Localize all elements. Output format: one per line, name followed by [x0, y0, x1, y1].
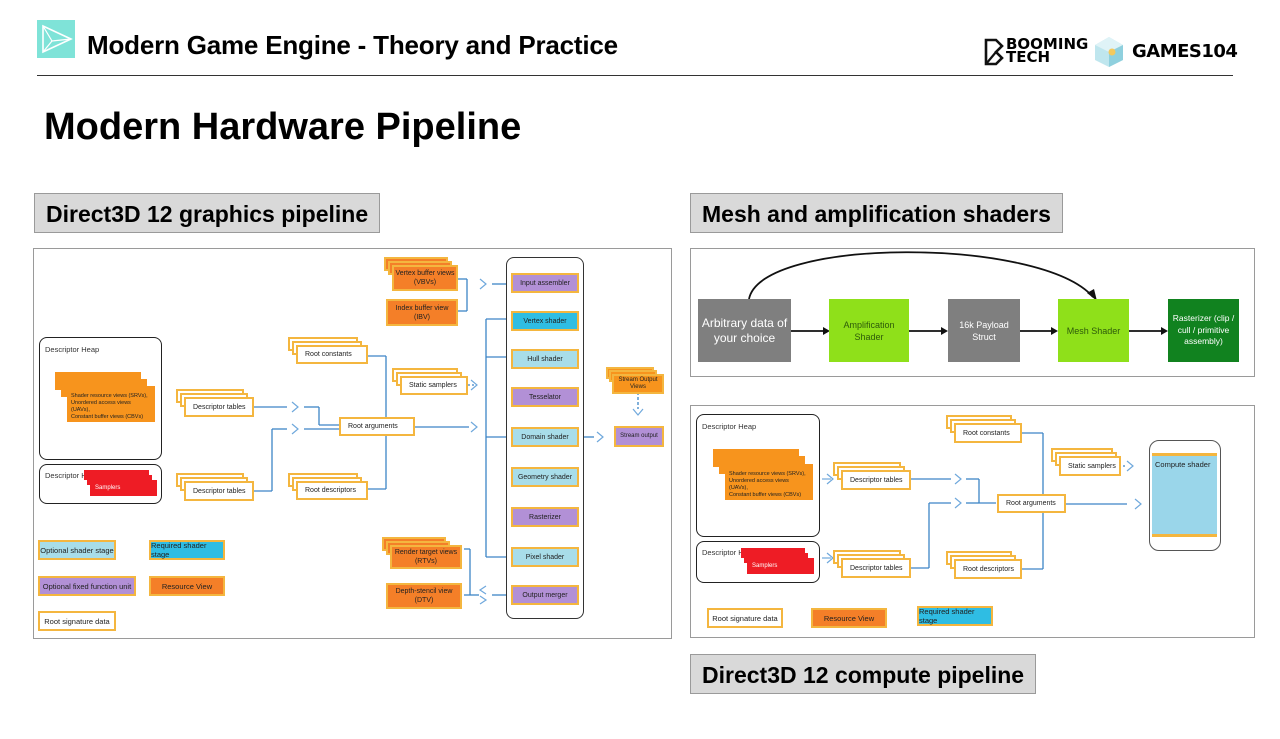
descriptor-heap-views: Descriptor Heap Shader resource views (S…	[39, 337, 162, 460]
root-constants: Root constants	[296, 345, 368, 364]
legend-optional-shader: Optional shader stage	[38, 540, 116, 560]
srv-uav-cbv-views: Shader resource views (SRVs), Unordered …	[67, 386, 155, 422]
compute-shader-container: Compute shader	[1149, 440, 1221, 551]
root-descriptors: Root descriptors	[296, 481, 368, 500]
legend-root-signature: Root signature data	[38, 611, 116, 631]
root-descriptors: Root descriptors	[954, 559, 1022, 579]
descriptor-heap-samplers: Descriptor Heap Samplers	[39, 464, 162, 504]
course-title: Modern Game Engine - Theory and Practice	[87, 30, 618, 60]
descriptor-heap-samplers: Descriptor Heap Samplers	[696, 541, 820, 583]
descriptor-tables: Descriptor tables	[841, 558, 911, 578]
legend-required-shader: Required shader stage	[149, 540, 225, 560]
legend-root-signature: Root signature data	[707, 608, 783, 628]
compute-shader: Compute shader	[1152, 453, 1217, 537]
render-target-views: Render target views (RTVs)	[390, 545, 462, 569]
legend-fixed-function: Optional fixed function unit	[38, 576, 136, 596]
section-label-compute: Direct3D 12 compute pipeline	[690, 654, 1037, 694]
index-buffer-view: Index buffer view (IBV)	[386, 299, 458, 326]
vertex-buffer-views: Vertex buffer views (VBVs)	[392, 265, 458, 291]
static-samplers: Static samplers	[400, 376, 468, 395]
page-title: Modern Hardware Pipeline	[44, 106, 522, 148]
course-logo	[37, 20, 75, 58]
compute-pipeline-diagram: Descriptor Heap Shader resource views (S…	[690, 405, 1255, 638]
srv-uav-cbv-views: Shader resource views (SRVs), Unordered …	[725, 464, 813, 500]
booming-b-icon	[984, 38, 1004, 66]
pipeline-stage: Vertex shader	[511, 311, 579, 331]
descriptor-heap-views: Descriptor Heap Shader resource views (S…	[696, 414, 820, 537]
section-label-mesh: Mesh and amplification shaders	[690, 193, 1063, 233]
pipeline-stage: Tesselator	[511, 387, 579, 407]
stream-output-views: Stream Output Views	[612, 374, 664, 394]
pipeline-stage: Output merger	[511, 585, 579, 605]
pipeline-stage: Pixel shader	[511, 547, 579, 567]
descriptor-tables: Descriptor tables	[184, 481, 254, 501]
pipeline-stage: Rasterizer	[511, 507, 579, 527]
graphics-pipeline-diagram: Descriptor Heap Shader resource views (S…	[33, 248, 672, 639]
samplers: Samplers	[90, 480, 157, 496]
brand-booming: BOOMING	[1006, 35, 1089, 53]
stream-output: Stream output	[614, 426, 664, 447]
mesh-stage-box: 16k Payload Struct	[948, 299, 1020, 362]
legend-resource-view: Resource View	[811, 608, 887, 628]
legend-required-shader: Required shader stage	[917, 606, 993, 626]
section-label-graphics: Direct3D 12 graphics pipeline	[34, 193, 381, 233]
mesh-stage-box: Rasterizer (clip / cull / primitive asse…	[1168, 299, 1239, 362]
pipeline-stage: Domain shader	[511, 427, 579, 447]
heap-label: Descriptor Heap	[45, 345, 100, 354]
descriptor-tables: Descriptor tables	[184, 397, 254, 417]
mesh-stage-box: Mesh Shader	[1058, 299, 1129, 362]
descriptor-tables: Descriptor tables	[841, 470, 911, 490]
depth-stencil-view: Depth-stencil view (DTV)	[386, 583, 462, 609]
games-cube-icon	[1093, 36, 1125, 68]
header-divider	[37, 75, 1233, 76]
legend-resource-view: Resource View	[149, 576, 225, 596]
pipeline-stage: Hull shader	[511, 349, 579, 369]
root-constants: Root constants	[954, 423, 1022, 443]
pipeline-stage: Geometry shader	[511, 467, 579, 487]
pipeline-stage: Input assembler	[511, 273, 579, 293]
static-samplers: Static samplers	[1059, 456, 1121, 476]
root-arguments: Root arguments	[997, 494, 1066, 513]
brand-games104: GAMES104	[1132, 41, 1238, 62]
mesh-stage-box: Arbitrary data of your choice	[698, 299, 791, 362]
play-triangle-icon	[42, 24, 73, 54]
mesh-shader-diagram: Arbitrary data of your choice Amplificati…	[690, 248, 1255, 377]
mesh-stage-box: Amplification Shader	[829, 299, 909, 362]
brand-tech: TECH	[1006, 48, 1051, 66]
root-arguments: Root arguments	[339, 417, 415, 436]
samplers: Samplers	[747, 558, 814, 574]
